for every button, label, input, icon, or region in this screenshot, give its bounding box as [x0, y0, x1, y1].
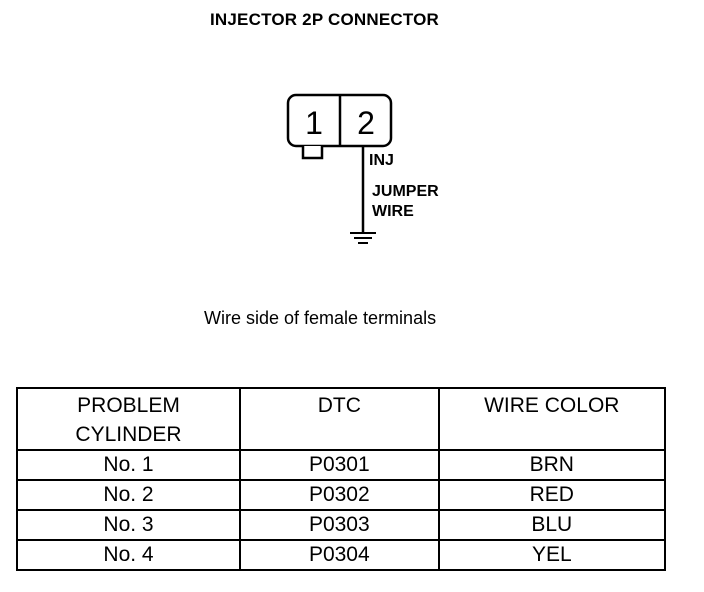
inj-label: INJ	[369, 152, 394, 169]
locking-tab	[301, 146, 324, 160]
terminal-2-number: 2	[357, 105, 375, 141]
diagram-caption: Wire side of female terminals	[204, 308, 437, 328]
cell-cylinder: No. 4	[15, 539, 242, 571]
header-problem-cylinder-text: PROBLEM CYLINDER	[75, 394, 182, 446]
cell-cylinder: No. 2	[15, 479, 242, 511]
header-dtc: DTC	[239, 387, 440, 451]
cell-wire-color: RED	[437, 479, 667, 511]
jumper-label-line1: JUMPER	[372, 183, 439, 200]
terminal-1-number: 1	[305, 105, 323, 141]
dtc-table: PROBLEM CYLINDER DTC WIRE COLOR No. 1 P0…	[15, 387, 667, 571]
table-row: No. 4 P0304 YEL	[15, 539, 667, 571]
diagram-title: INJECTOR 2P CONNECTOR	[210, 10, 440, 29]
table-row: No. 2 P0302 RED	[15, 479, 667, 511]
header-problem-cylinder: PROBLEM CYLINDER	[15, 387, 242, 451]
cell-cylinder: No. 3	[15, 509, 242, 541]
cell-cylinder: No. 1	[15, 449, 242, 481]
header-wire-color: WIRE COLOR	[437, 387, 667, 451]
cell-wire-color: BRN	[437, 449, 667, 481]
ground-icon	[350, 232, 376, 244]
cell-wire-color: BLU	[437, 509, 667, 541]
cell-wire-color: YEL	[437, 539, 667, 571]
cell-dtc: P0302	[239, 479, 440, 511]
injector-connector-diagram: 1 2	[286, 93, 393, 244]
cell-dtc: P0301	[239, 449, 440, 481]
jumper-label-line2: WIRE	[372, 203, 414, 220]
table-row: No. 3 P0303 BLU	[15, 509, 667, 541]
cell-dtc: P0303	[239, 509, 440, 541]
table-row: No. 1 P0301 BRN	[15, 449, 667, 481]
cell-dtc: P0304	[239, 539, 440, 571]
table-header-row: PROBLEM CYLINDER DTC WIRE COLOR	[15, 387, 667, 451]
